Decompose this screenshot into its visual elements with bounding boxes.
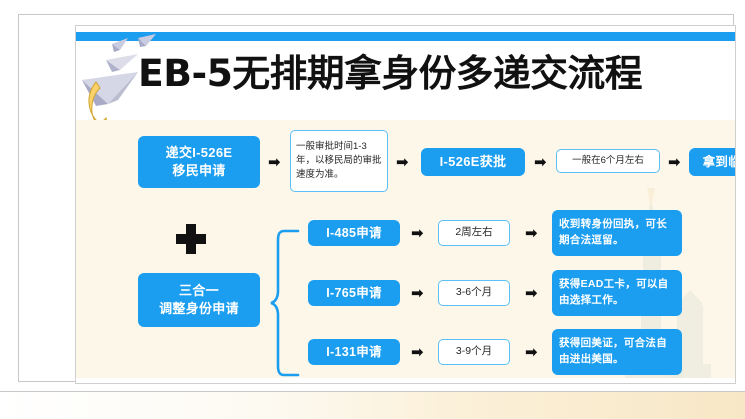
branch-application-1[interactable]: I-765申请	[308, 280, 400, 306]
arrow-right-icon: ➡	[534, 154, 547, 171]
note-i526e-processing-time: 一般审批时间1-3年，以移民局的审批速度为准。	[290, 130, 388, 192]
page-sheet: EB-5无排期拿身份多递交流程	[18, 14, 736, 384]
arrow-right-icon: ➡	[411, 285, 424, 302]
paper-planes-decoration	[76, 26, 196, 106]
branch-duration-0: 2周左右	[438, 220, 510, 246]
plus-sign-icon	[176, 224, 206, 254]
note-green-card-wait-time: 一般在6个月左右	[556, 149, 660, 173]
branch-result-2[interactable]: 获得回美证，可合法自由进出美国。	[552, 329, 682, 375]
arrow-right-icon: ➡	[396, 154, 409, 171]
arrow-right-icon: ➡	[668, 154, 681, 171]
page-title: EB-5无排期拿身份多递交流程	[138, 52, 642, 95]
step-submit-i526e[interactable]: 递交I-526E 移民申请	[138, 136, 260, 188]
step-temporary-green-card[interactable]: 拿到临时绿卡	[689, 148, 735, 176]
step-line-1: 递交I-526E	[165, 145, 233, 161]
branch-application-0[interactable]: I-485申请	[308, 220, 400, 246]
arrow-right-icon: ➡	[525, 285, 538, 302]
step-three-in-one-adjustment[interactable]: 三合一 调整身份申请	[138, 273, 260, 327]
three-in-one-label: 三合一 调整身份申请	[159, 282, 239, 317]
step-i526e-approved[interactable]: I-526E获批	[421, 148, 525, 176]
slide-canvas: EB-5无排期拿身份多递交流程	[75, 25, 736, 384]
combo-line-1: 三合一	[179, 283, 219, 299]
paper-plane-icon	[82, 34, 156, 106]
branch-duration-2: 3-9个月	[438, 339, 510, 365]
branch-duration-1: 3-6个月	[438, 280, 510, 306]
combo-line-2: 调整身份申请	[159, 301, 239, 316]
arrow-right-icon: ➡	[411, 225, 424, 242]
brace-svg	[270, 229, 300, 377]
flow-diagram-panel: 递交I-526E 移民申请 ➡ 一般审批时间1-3年，以移民局的审批速度为准。 …	[76, 120, 735, 378]
arrow-right-icon: ➡	[525, 344, 538, 361]
blue-top-rule	[76, 32, 735, 41]
arrow-right-icon: ➡	[525, 225, 538, 242]
branch-result-1[interactable]: 获得EAD工卡，可以自由选择工作。	[552, 270, 682, 316]
bottom-gradient-strip	[0, 391, 745, 419]
branch-result-0[interactable]: 收到转身份回执，可长期合法逗留。	[552, 210, 682, 256]
branch-application-2[interactable]: I-131申请	[308, 339, 400, 365]
step-line-2: 移民申请	[172, 163, 226, 178]
step-submit-i526e-label: 递交I-526E 移民申请	[166, 144, 233, 179]
title-zone: EB-5无排期拿身份多递交流程	[76, 44, 735, 106]
arrow-right-icon: ➡	[268, 154, 281, 171]
arrow-right-icon: ➡	[411, 344, 424, 361]
curly-brace-icon	[270, 228, 300, 378]
